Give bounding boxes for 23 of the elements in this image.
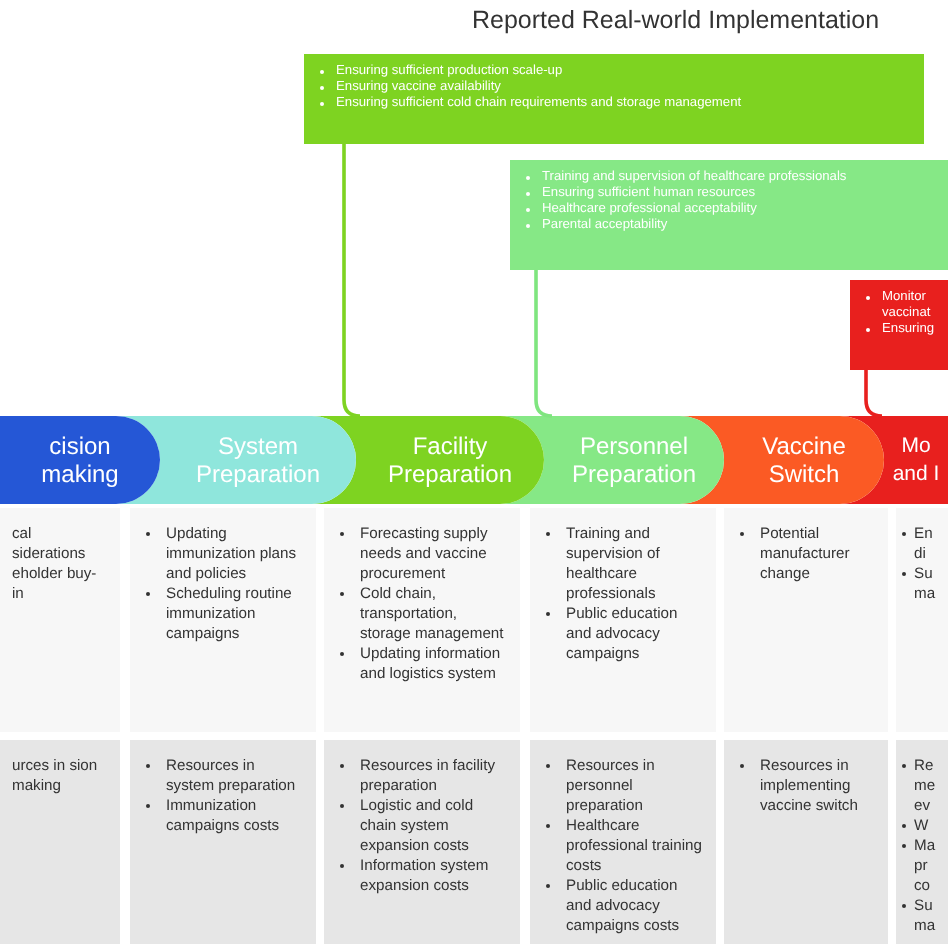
stage-title: Mo and I [890, 432, 942, 488]
table-cell [530, 508, 716, 732]
table-cell [724, 740, 888, 944]
table-cell [130, 740, 316, 944]
callout-box [850, 280, 948, 370]
callout-box [510, 160, 948, 270]
table-cell [324, 740, 520, 944]
table-cell [724, 508, 888, 732]
diagram-title: Reported Real-world Implementation [472, 6, 880, 34]
stage-title: Facility Preparation [385, 432, 515, 488]
stage-title: System Preparation [193, 432, 323, 488]
phase-banner [0, 416, 160, 504]
stage-title: Personnel Preparation [569, 432, 699, 488]
stage-title: cision making [39, 432, 121, 488]
table-cell [130, 508, 316, 732]
table-cell [896, 508, 948, 732]
table-cell [0, 740, 120, 944]
phase-banner [884, 416, 948, 504]
table-cell [324, 508, 520, 732]
callout-box [304, 54, 924, 144]
stage-title: Vaccine Switch [760, 432, 848, 488]
table-cell [530, 740, 716, 944]
table-cell [896, 740, 948, 944]
